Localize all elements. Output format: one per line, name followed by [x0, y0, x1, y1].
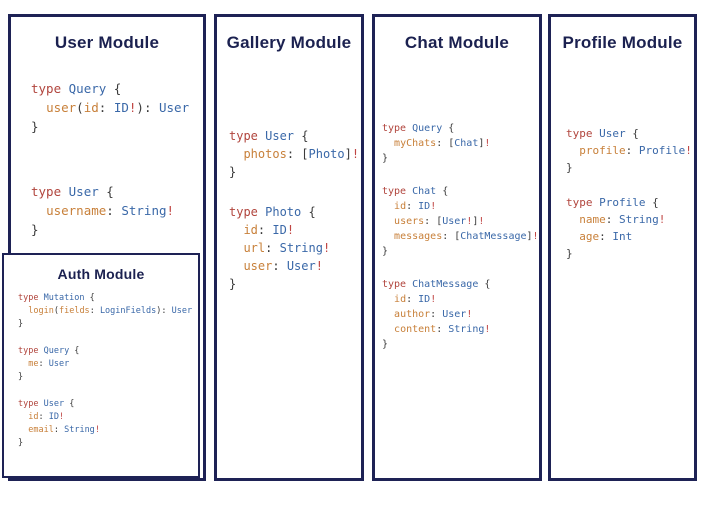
- profile-module-title: Profile Module: [562, 33, 683, 52]
- graphql-code-block: type Query { myChats: [Chat]!}: [382, 121, 539, 166]
- graphql-code-block: type Query { me: User}: [18, 345, 198, 384]
- code-line: }: [18, 438, 24, 448]
- chat-module-title: Chat Module: [404, 33, 510, 52]
- code-line: username: String!: [46, 203, 175, 218]
- auth-module-title: Auth Module: [57, 266, 145, 282]
- auth-module-panel: Auth Module type Mutation { login(fields…: [2, 253, 200, 478]
- gallery-module-panel: Gallery Module type User { photos: [Phot…: [214, 14, 364, 481]
- graphql-code-block: type User { profile: Profile!}: [566, 125, 694, 176]
- code-line: email: String!: [28, 425, 100, 435]
- gallery-module-code: type User { photos: [Photo]!}type Photo …: [229, 127, 361, 293]
- profile-module-code: type User { profile: Profile!}type Profi…: [566, 125, 694, 262]
- chat-module-code: type Query { myChats: [Chat]!}type Chat …: [382, 121, 539, 352]
- code-line: }: [31, 119, 39, 134]
- code-line: users: [User!]!: [394, 216, 485, 227]
- graphql-code-block: type User { username: String!}: [31, 182, 203, 239]
- code-line: type User {: [31, 184, 114, 199]
- code-line: user: User!: [243, 259, 323, 273]
- graphql-code-block: type Mutation { login(fields: LoginField…: [18, 292, 198, 331]
- user-module-title: User Module: [54, 33, 160, 52]
- code-line: id: ID!: [394, 294, 437, 305]
- graphql-code-block: type Query { user(id: ID!): User}: [31, 79, 203, 136]
- code-line: type Chat {: [382, 186, 449, 197]
- code-line: url: String!: [243, 241, 331, 255]
- code-line: id: ID!: [394, 201, 437, 212]
- code-line: id: ID!: [28, 412, 65, 422]
- graphql-code-block: type ChatMessage { id: ID! author: User!…: [382, 277, 539, 352]
- code-line: user(id: ID!): User: [46, 100, 190, 115]
- graphql-code-block: type Photo { id: ID! url: String! user: …: [229, 203, 361, 293]
- code-line: content: String!: [394, 324, 491, 335]
- graphql-code-block: type User { id: ID! email: String!}: [18, 398, 198, 450]
- code-line: }: [566, 161, 573, 174]
- code-line: type User {: [229, 129, 309, 143]
- gallery-module-title: Gallery Module: [226, 33, 352, 52]
- code-line: }: [18, 319, 24, 329]
- code-line: }: [18, 372, 24, 382]
- code-line: }: [31, 222, 39, 237]
- code-line: type Query {: [382, 123, 455, 134]
- code-line: }: [382, 339, 389, 350]
- profile-module-panel: Profile Module type User { profile: Prof…: [548, 14, 697, 481]
- code-line: }: [229, 165, 237, 179]
- user-module-code: type Query { user(id: ID!): User}type Us…: [31, 79, 203, 239]
- code-line: age: Int: [579, 230, 633, 243]
- code-line: type ChatMessage {: [382, 279, 491, 290]
- code-line: photos: [Photo]!: [243, 147, 360, 161]
- graphql-code-block: type User { photos: [Photo]!}: [229, 127, 361, 181]
- code-line: }: [382, 246, 389, 257]
- code-line: }: [382, 153, 389, 164]
- code-line: type User {: [566, 127, 639, 140]
- code-line: type Query {: [31, 81, 122, 96]
- graphql-code-block: type Profile { name: String! age: Int}: [566, 194, 694, 262]
- chat-module-panel: Chat Module type Query { myChats: [Chat]…: [372, 14, 542, 481]
- graphql-code-block: type Chat { id: ID! users: [User!]! mess…: [382, 184, 539, 259]
- code-line: type Mutation {: [18, 293, 95, 303]
- code-line: me: User: [28, 359, 70, 369]
- code-line: login(fields: LoginFields): User: [28, 306, 193, 316]
- code-line: id: ID!: [243, 223, 295, 237]
- auth-module-code: type Mutation { login(fields: LoginField…: [18, 292, 198, 450]
- code-line: name: String!: [579, 213, 666, 226]
- code-line: }: [229, 277, 237, 291]
- code-line: type Photo {: [229, 205, 316, 219]
- code-line: myChats: [Chat]!: [394, 138, 491, 149]
- code-line: type User {: [18, 399, 75, 409]
- code-line: author: User!: [394, 309, 473, 320]
- code-line: type Query {: [18, 346, 80, 356]
- code-line: profile: Profile!: [579, 144, 692, 157]
- code-line: }: [566, 247, 573, 260]
- code-line: messages: [ChatMessage]!: [394, 231, 539, 242]
- code-line: type Profile {: [566, 196, 659, 209]
